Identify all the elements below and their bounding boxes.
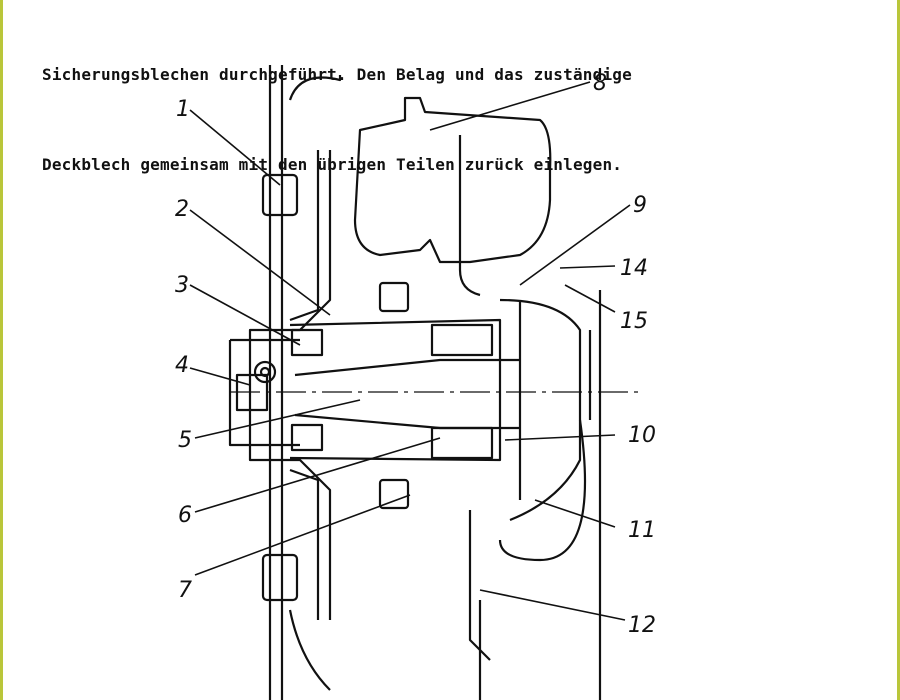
callout-6: 6 — [178, 503, 192, 528]
page-border-left — [0, 0, 3, 700]
callout-1: 1 — [176, 97, 190, 122]
callout-2: 2 — [175, 197, 189, 222]
caliper-outline — [353, 96, 552, 264]
callout-4: 4 — [175, 353, 189, 378]
callout-3: 3 — [175, 273, 189, 298]
callout-7: 7 — [178, 578, 192, 603]
wheel-bolt-upper — [261, 173, 299, 217]
callout-11: 11 — [628, 518, 656, 543]
page-border-right — [897, 0, 900, 700]
callout-8: 8 — [593, 71, 607, 96]
callout-12: 12 — [628, 613, 656, 638]
spindle-bottom — [294, 413, 520, 430]
spindle-top — [294, 358, 520, 377]
callout-5: 5 — [178, 428, 192, 453]
wheel-bolt-lower — [261, 553, 299, 602]
body-text-line-2: Deckblech gemeinsam mit den übrigen Teil… — [42, 155, 623, 174]
callout-10: 10 — [628, 423, 656, 448]
body-text: Sicherungsblechen durchgeführt. Den Bela… — [42, 0, 632, 210]
callout-9: 9 — [633, 193, 647, 218]
callout-15: 15 — [620, 309, 648, 334]
callout-14: 14 — [620, 256, 648, 281]
